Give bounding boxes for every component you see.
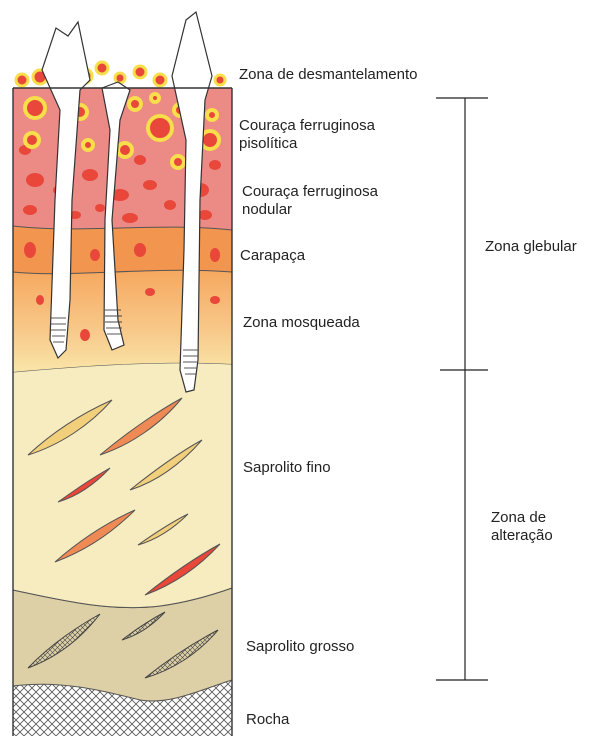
- zone-brackets: [436, 98, 488, 680]
- label-rocha: Rocha: [246, 711, 289, 729]
- label-zona-mosqueada: Zona mosqueada: [243, 314, 360, 332]
- label-saprolito-fino: Saprolito fino: [243, 459, 331, 477]
- label-couraca-nodular: Couraça ferruginosa nodular: [242, 183, 412, 219]
- label-zona-alteracao: Zona de alteração: [491, 509, 581, 545]
- label-couraca-pisolitica: Couraça ferruginosa pisolítica: [239, 117, 419, 153]
- label-zona-glebular: Zona glebular: [485, 238, 577, 256]
- label-zona-desmantelamento: Zona de desmantelamento: [239, 66, 417, 84]
- layer-saprolito-fino: [13, 363, 232, 608]
- label-saprolito-grosso: Saprolito grosso: [246, 638, 354, 656]
- label-carapaca: Carapaça: [240, 247, 305, 265]
